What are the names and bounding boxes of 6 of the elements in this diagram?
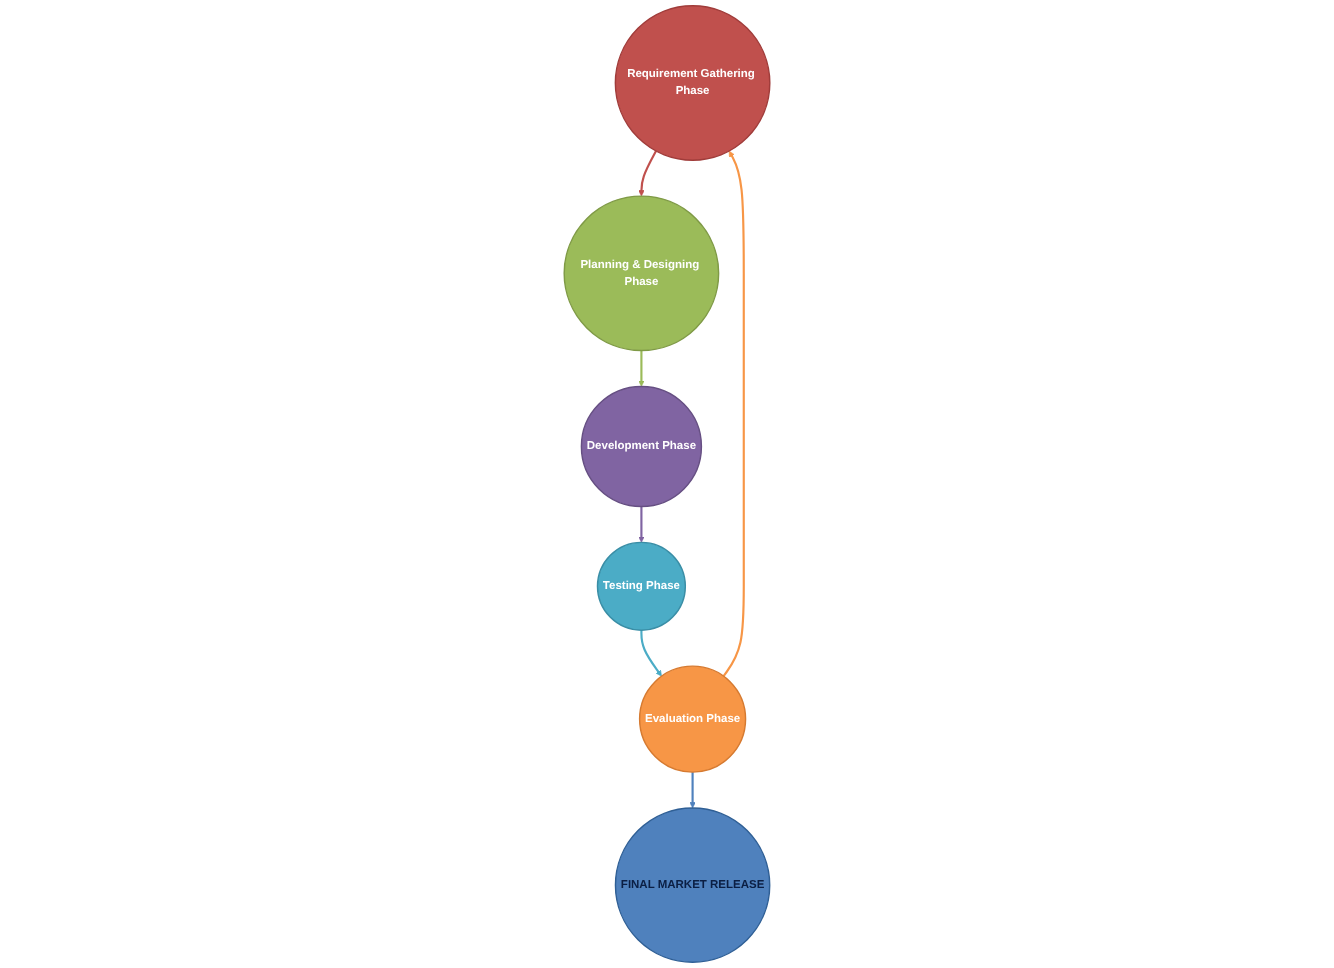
arrow xyxy=(638,150,657,197)
arrow xyxy=(689,772,696,809)
arrow xyxy=(638,506,645,543)
arrow xyxy=(640,630,662,677)
arrow xyxy=(722,150,745,677)
arrow xyxy=(638,350,645,387)
